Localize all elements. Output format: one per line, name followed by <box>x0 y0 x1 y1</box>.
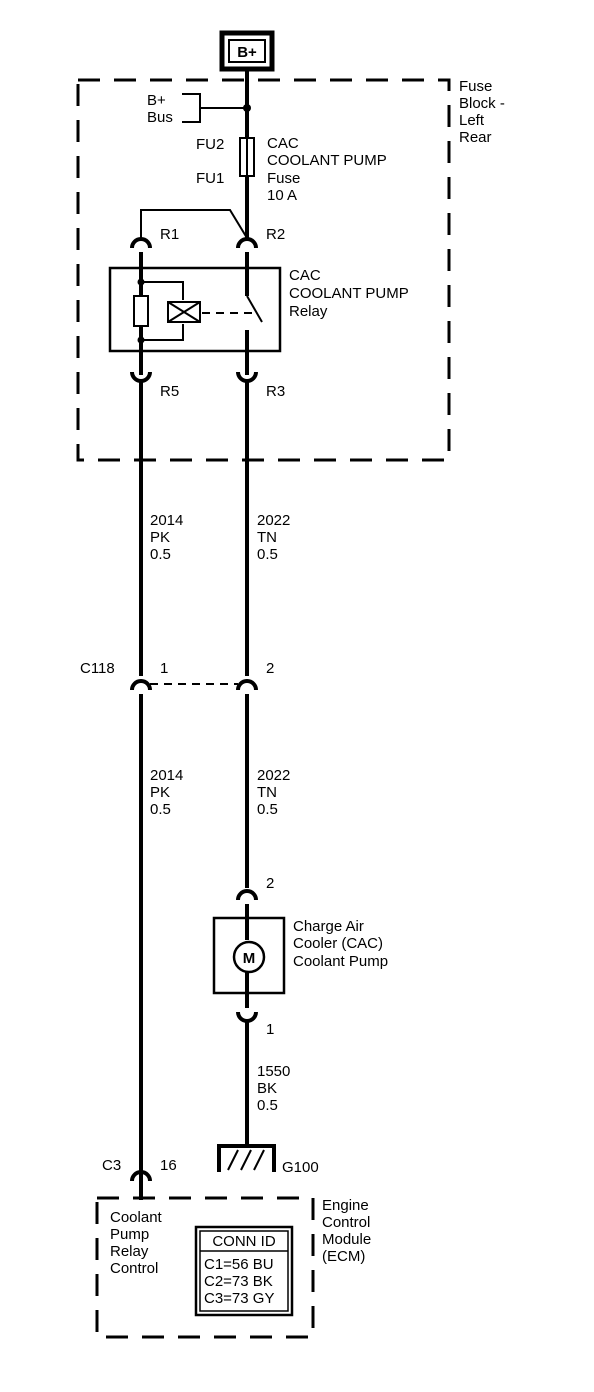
conn-id-table: CONN ID C1=56 BU C2=73 BK C3=73 GY <box>194 1225 294 1317</box>
svg-text:CAC: CAC <box>267 135 299 152</box>
svg-text:PK: PK <box>150 784 170 801</box>
svg-text:Fuse: Fuse <box>267 170 300 187</box>
wire-label-ground: 1550 BK 0.5 <box>257 1063 290 1114</box>
svg-text:Relay: Relay <box>110 1243 149 1260</box>
ecm-connector-pin: 16 <box>160 1157 177 1174</box>
svg-text:Coolant: Coolant <box>110 1209 163 1226</box>
svg-text:1: 1 <box>266 1021 274 1038</box>
ecm-circuit-label: Coolant Pump Relay Control <box>110 1209 163 1277</box>
ecm-connector-name: C3 <box>102 1157 121 1174</box>
svg-text:CAC: CAC <box>289 267 321 284</box>
fuse-pin-fu2: FU2 <box>196 136 224 153</box>
conn-id-row-c2: C2=73 BK <box>204 1273 273 1290</box>
svg-text:Module: Module <box>322 1231 371 1248</box>
connector-c118-pin-1: 1 <box>160 660 168 677</box>
svg-text:0.5: 0.5 <box>257 546 278 563</box>
svg-text:Relay: Relay <box>289 303 328 320</box>
svg-text:Pump: Pump <box>110 1226 149 1243</box>
svg-text:1550: 1550 <box>257 1063 290 1080</box>
power-label: B+ <box>237 44 257 61</box>
svg-text:2014: 2014 <box>150 512 183 529</box>
cac-coolant-pump-fuse: FU2 FU1 CAC COOLANT PUMP Fuse 10 A <box>196 135 387 204</box>
svg-text:(ECM): (ECM) <box>322 1248 365 1265</box>
svg-text:0.5: 0.5 <box>150 801 171 818</box>
svg-text:0.5: 0.5 <box>150 546 171 563</box>
svg-text:2014: 2014 <box>150 767 183 784</box>
fuse-block-border <box>76 78 451 462</box>
conn-id-row-c3: C3=73 GY <box>204 1290 274 1307</box>
svg-text:2022: 2022 <box>257 767 290 784</box>
svg-text:Rear: Rear <box>459 129 492 146</box>
ecm-module-label: Engine Control Module (ECM) <box>322 1197 371 1265</box>
svg-text:Coolant Pump: Coolant Pump <box>293 953 388 970</box>
svg-text:Cooler (CAC): Cooler (CAC) <box>293 935 383 952</box>
ecm-connector-c3: C3 16 <box>102 1157 177 1182</box>
svg-text:0.5: 0.5 <box>257 801 278 818</box>
motor-symbol-label: M <box>243 950 256 967</box>
svg-text:0.5: 0.5 <box>257 1097 278 1114</box>
conn-id-title: CONN ID <box>212 1233 276 1250</box>
svg-text:Charge Air: Charge Air <box>293 918 364 935</box>
svg-text:Engine: Engine <box>322 1197 369 1214</box>
fuse-block-label: Fuse Block - Left Rear <box>459 78 505 146</box>
ecm-border <box>95 1196 315 1339</box>
relay-pin-r3: R3 <box>236 371 285 400</box>
svg-text:TN: TN <box>257 529 277 546</box>
ground-label: G100 <box>282 1159 319 1176</box>
svg-text:Block -: Block - <box>459 95 505 112</box>
conn-id-row-c1: C1=56 BU <box>204 1256 274 1273</box>
svg-text:PK: PK <box>150 529 170 546</box>
svg-text:Control: Control <box>110 1260 158 1277</box>
relay-pin-r2: R2 <box>236 226 285 249</box>
svg-text:COOLANT PUMP: COOLANT PUMP <box>289 285 409 302</box>
svg-text:R1: R1 <box>160 226 179 243</box>
cac-coolant-pump: M Charge Air Cooler (CAC) Coolant Pump <box>212 916 388 995</box>
wire-label-left-lower: 2014 PK 0.5 <box>150 767 183 818</box>
connector-c118: C118 1 2 <box>80 660 274 691</box>
svg-text:BK: BK <box>257 1080 277 1097</box>
svg-text:TN: TN <box>257 784 277 801</box>
wire-label-right-upper: 2022 TN 0.5 <box>257 512 290 563</box>
power-source: B+ <box>219 30 275 72</box>
relay-pin-r1: R1 <box>130 226 179 249</box>
svg-text:R5: R5 <box>160 383 179 400</box>
pump-pin-2: 2 <box>236 875 274 901</box>
pump-pin-1: 1 <box>236 993 274 1038</box>
svg-text:10 A: 10 A <box>267 187 297 204</box>
wire-label-right-lower: 2022 TN 0.5 <box>257 767 290 818</box>
ground-g100-icon: G100 <box>217 1144 319 1176</box>
connector-c118-name: C118 <box>80 660 115 677</box>
svg-text:COOLANT PUMP: COOLANT PUMP <box>267 152 387 169</box>
svg-text:R3: R3 <box>266 383 285 400</box>
svg-text:2: 2 <box>266 875 274 892</box>
wire-r1-feed <box>140 209 248 239</box>
fuse-pin-fu1: FU1 <box>196 170 224 187</box>
bus-label-1: B+ <box>147 92 166 109</box>
connector-c118-pin-2: 2 <box>266 660 274 677</box>
cac-coolant-pump-relay: CAC COOLANT PUMP Relay <box>108 252 409 375</box>
svg-text:Fuse: Fuse <box>459 78 492 95</box>
wire-label-left-upper: 2014 PK 0.5 <box>150 512 183 563</box>
svg-text:Control: Control <box>322 1214 370 1231</box>
bus-label-2: Bus <box>147 109 173 126</box>
svg-text:R2: R2 <box>266 226 285 243</box>
svg-text:2022: 2022 <box>257 512 290 529</box>
relay-pin-r5: R5 <box>130 371 179 400</box>
svg-text:Left: Left <box>459 112 485 129</box>
bus-bracket: B+ Bus <box>147 92 247 126</box>
